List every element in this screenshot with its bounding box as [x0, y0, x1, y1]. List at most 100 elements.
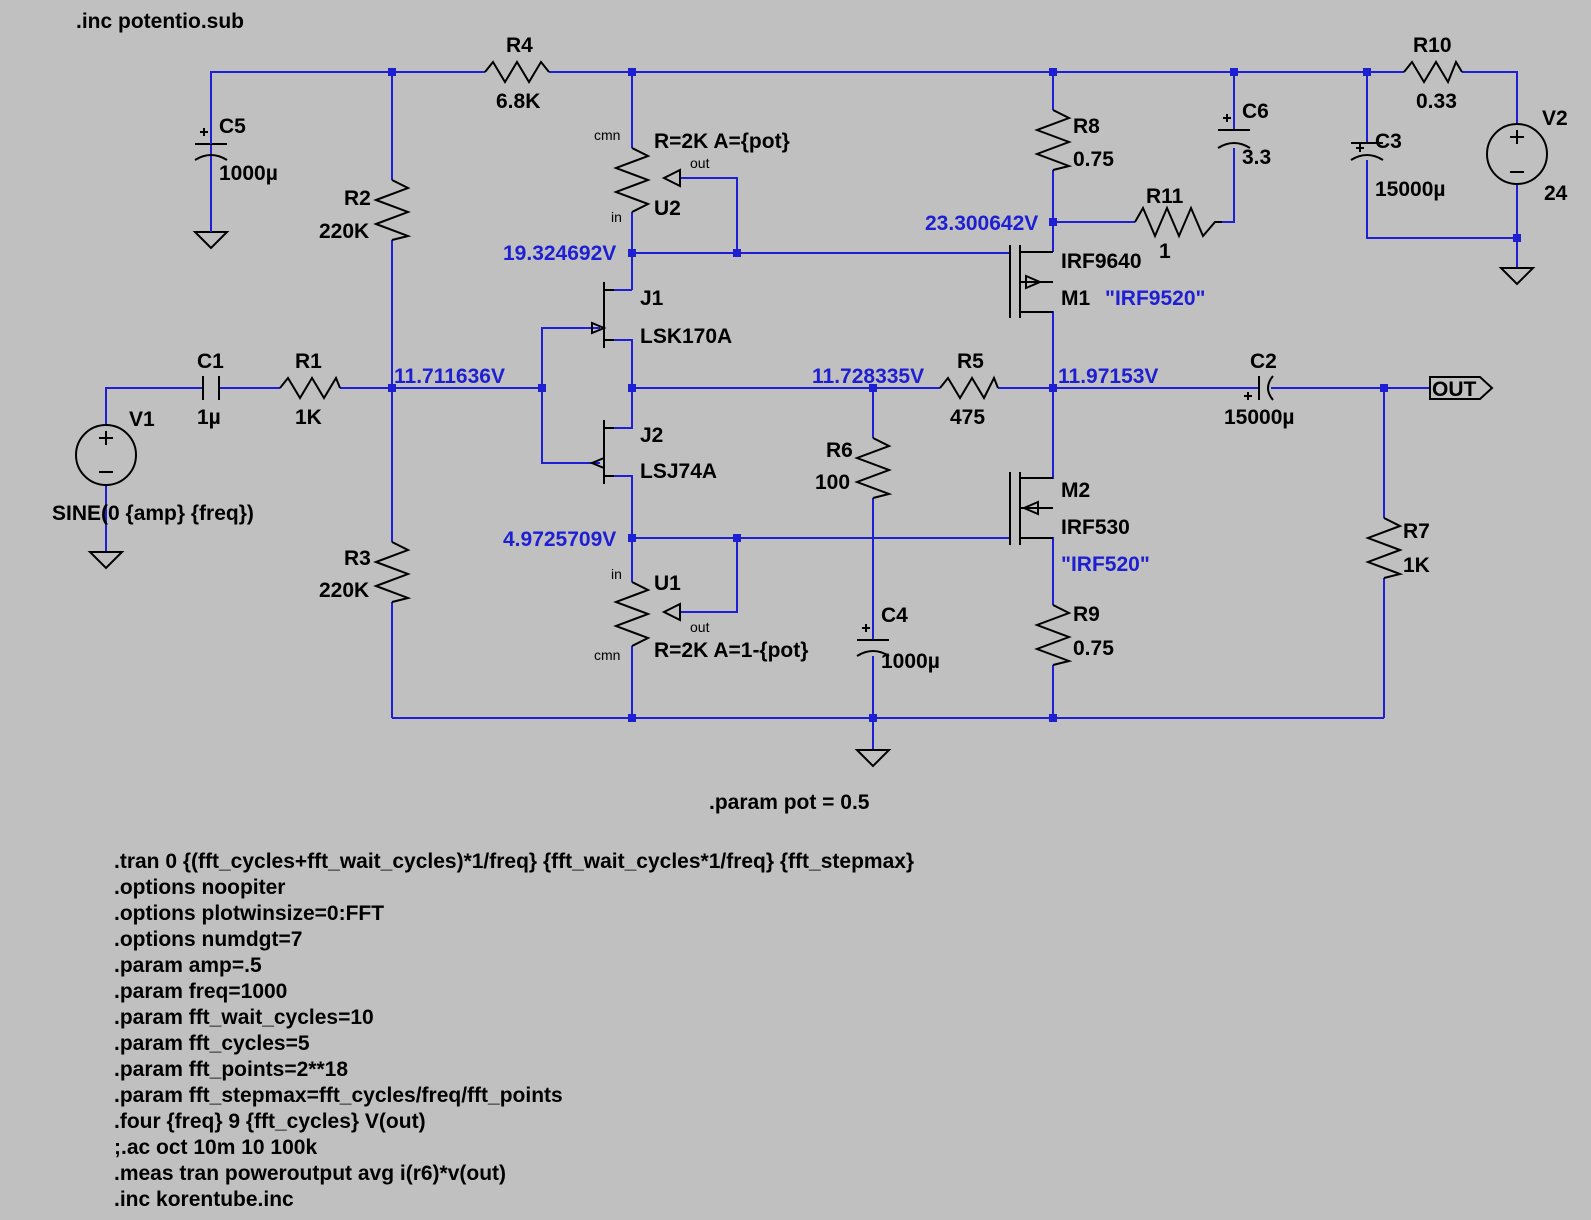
wire-r10-to-v2 — [1462, 71, 1518, 125]
junction — [628, 384, 636, 392]
u2-value: R=2K A={pot} — [654, 130, 790, 153]
ground-icon — [854, 749, 892, 768]
wire-j2-drain — [612, 475, 633, 538]
j2-value: LSJ74A — [640, 460, 717, 483]
spice-directive-line: ;.ac oct 10m 10 100k — [114, 1136, 317, 1159]
resistor-r7-icon — [1365, 517, 1404, 579]
spice-directive-line: .inc korentube.inc — [114, 1188, 294, 1211]
potentiometer-u1-icon — [613, 581, 651, 647]
node-voltage-u1-in: 4.9725709V — [503, 528, 616, 551]
transistors — [589, 245, 1053, 545]
spice-directive-line: .param fft_wait_cycles=10 — [114, 1006, 374, 1029]
r1-value: 1K — [295, 406, 322, 429]
m1-value: IRF9640 — [1061, 250, 1142, 273]
r7-value: 1K — [1403, 554, 1430, 577]
r9-name: R9 — [1073, 603, 1100, 626]
r6-name: R6 — [826, 439, 853, 462]
wire-j1-source — [612, 339, 633, 388]
spice-directive-line: .tran 0 {(fft_cycles+fft_wait_cycles)*1/… — [114, 850, 914, 873]
u1-name: U1 — [654, 572, 681, 595]
c6-value: 3.3 — [1242, 146, 1271, 169]
resistor-r8-icon — [1034, 109, 1073, 171]
junctions — [388, 68, 1521, 722]
include-directive: .inc potentio.sub — [76, 10, 244, 33]
u1-pin-cmn: cmn — [594, 647, 620, 663]
wire-j1-gate — [541, 327, 600, 388]
wire-u1-wiper — [680, 538, 738, 613]
sources — [75, 123, 1548, 486]
resistor-r9-icon — [1034, 604, 1073, 666]
capacitor-c2-curved-plate — [1267, 375, 1274, 401]
mosfet-m1-arrow-icon — [1025, 274, 1043, 290]
r10-value: 0.33 — [1416, 90, 1457, 113]
resistor-r1-icon — [279, 375, 341, 400]
wire-m1-source — [1025, 311, 1054, 388]
m2-value: IRF530 — [1061, 516, 1130, 539]
junction — [388, 384, 396, 392]
mosfet-m2-arrow-icon — [1021, 500, 1039, 516]
junction — [1230, 68, 1238, 76]
junction — [538, 384, 546, 392]
junction — [1049, 714, 1057, 722]
c5-name: C5 — [219, 115, 246, 138]
spice-directive-line: .options numdgt=7 — [114, 928, 302, 951]
wire-c3-bottom — [1366, 160, 1517, 239]
grounds — [87, 231, 1536, 768]
junction — [1049, 68, 1057, 76]
resistor-r2-icon — [373, 179, 412, 241]
ground-icon — [1498, 267, 1536, 286]
spice-directive-line: .four {freq} 9 {fft_cycles} V(out) — [114, 1110, 426, 1133]
u2-pin-in: in — [611, 209, 622, 225]
m1-name: M1 — [1061, 287, 1090, 310]
jfet-j2-arrow-icon — [589, 456, 605, 470]
ground-icon — [192, 231, 230, 250]
junction — [1513, 234, 1521, 242]
r3-value: 220K — [319, 579, 369, 602]
u2-pin-cmn: cmn — [594, 127, 620, 143]
v2-value: 24 — [1544, 182, 1568, 205]
junction — [1363, 68, 1371, 76]
capacitors — [194, 72, 1384, 657]
wiper-arrow-icon — [661, 602, 681, 622]
v1-value: SINE(0 {amp} {freq}) — [52, 502, 254, 525]
spice-directive-line: .param freq=1000 — [114, 980, 287, 1003]
resistor-r11-icon — [1134, 205, 1222, 239]
u1-value: R=2K A=1-{pot} — [654, 639, 808, 662]
resistor-r4-icon — [484, 60, 550, 84]
r9-value: 0.75 — [1073, 637, 1114, 660]
m2-alt-model: "IRF520" — [1061, 553, 1150, 576]
voltage-source-v1-icon — [75, 424, 137, 486]
r5-value: 475 — [950, 406, 985, 429]
wire-v1-to-c1 — [105, 387, 203, 425]
r4-name: R4 — [506, 34, 533, 57]
capacitor-c6-curved-plate — [1217, 142, 1251, 149]
net-flag-out-icon — [1429, 376, 1494, 400]
junction — [628, 68, 636, 76]
c1-value: 1µ — [197, 406, 221, 429]
r1-name: R1 — [295, 350, 322, 373]
m2-name: M2 — [1061, 479, 1090, 502]
c3-name: C3 — [1375, 130, 1402, 153]
node-voltage-output: 11.97153V — [1058, 365, 1158, 388]
c1-name: C1 — [197, 350, 224, 373]
wiper-arrow-icon — [661, 168, 681, 188]
c2-name: C2 — [1250, 350, 1277, 373]
c4-value: 1000µ — [881, 650, 940, 673]
junction — [1049, 384, 1057, 392]
junction — [628, 249, 636, 257]
ground-icon — [87, 551, 125, 570]
resistor-r5-icon — [939, 375, 999, 401]
j1-value: LSK170A — [640, 325, 732, 348]
node-voltage-input: 11.711636V — [394, 365, 505, 388]
junction — [628, 534, 636, 542]
wire-m2-drain — [1025, 388, 1054, 479]
resistors — [279, 59, 1463, 666]
r11-name: R11 — [1146, 185, 1184, 208]
v2-name: V2 — [1542, 107, 1568, 130]
r2-name: R2 — [344, 187, 371, 210]
spice-directive-line: .meas tran poweroutput avg i(r6)*v(out) — [114, 1162, 506, 1185]
voltage-source-v2-icon — [1486, 123, 1548, 185]
j1-name: J1 — [640, 287, 664, 310]
spice-directive-line: .param fft_stepmax=fft_cycles/freq/fft_p… — [114, 1084, 563, 1107]
